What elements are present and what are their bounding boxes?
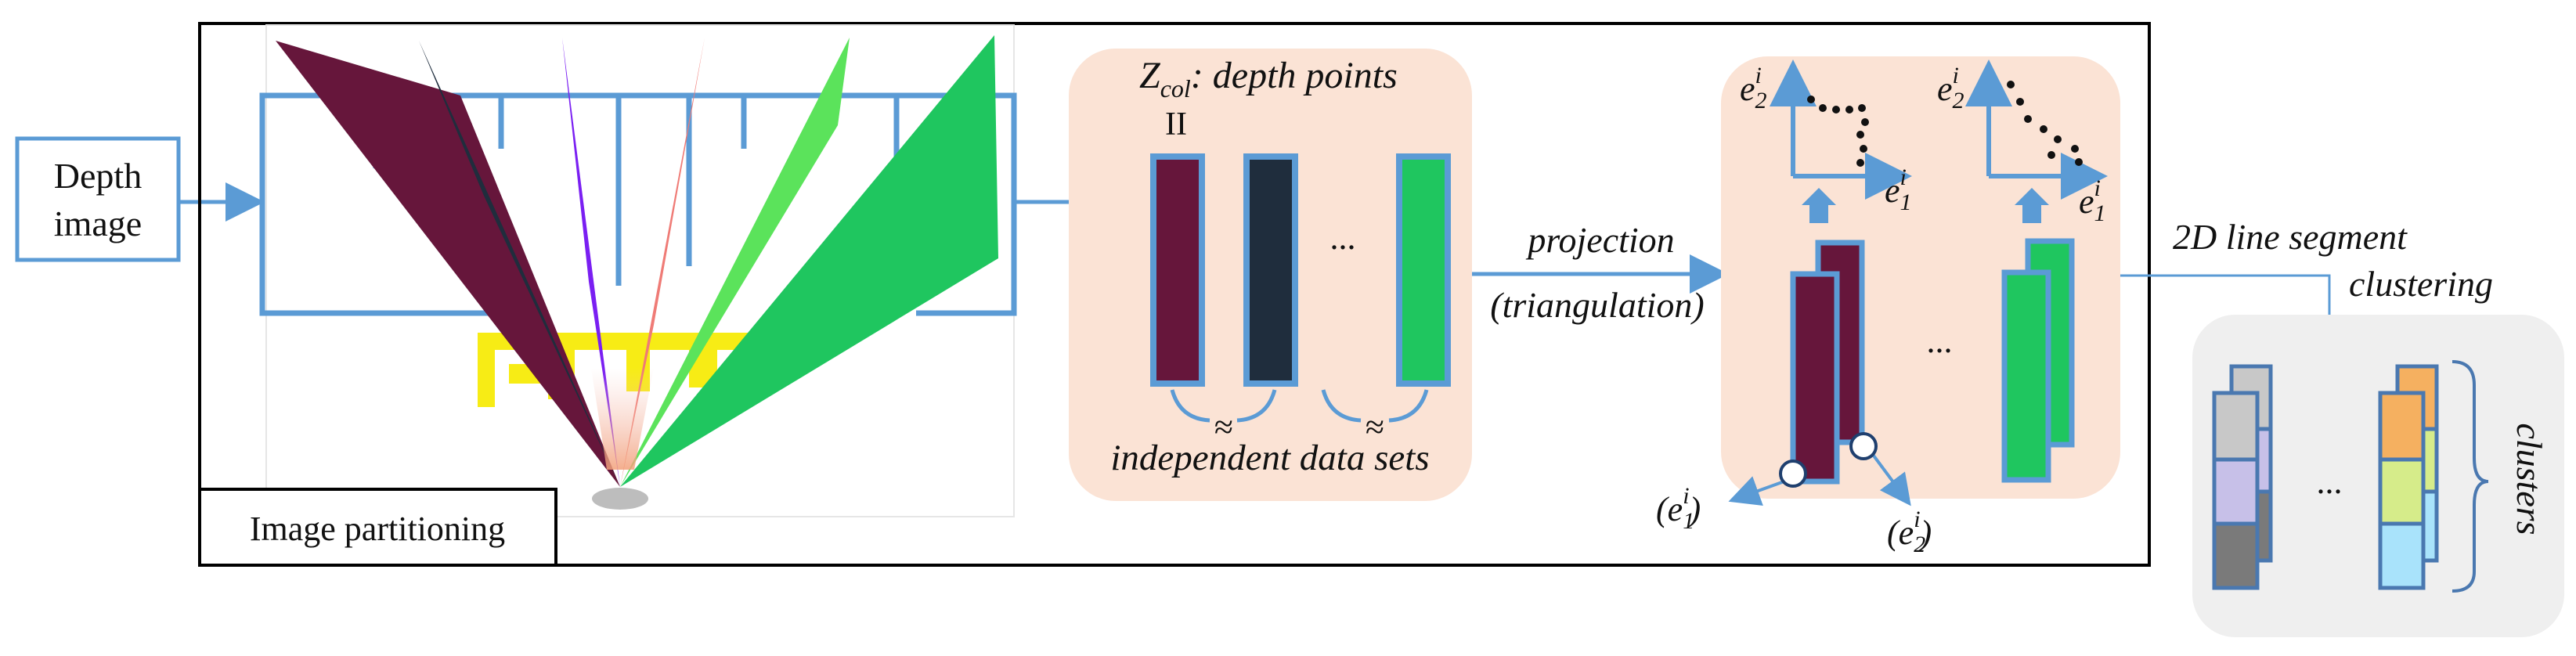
depth-image-box: Depth image [15, 136, 181, 262]
dataset-column-maroon [1150, 153, 1205, 387]
datasets-caption: independent data sets [1110, 438, 1429, 478]
projected-column-front-left [1790, 271, 1840, 485]
clusters-brace [2452, 360, 2489, 593]
up-arrow-left [1802, 188, 1836, 223]
partition-scene [259, 24, 1017, 517]
axis-left-e2-sup: i [1755, 63, 1762, 88]
axis-left-e2-sub: 2 [1755, 88, 1767, 114]
datasets-panel: Zcol: depth points II ... ≈ ≈ independen… [1069, 49, 1472, 501]
datasets-title-rest: : depth points [1191, 55, 1398, 96]
axis-right-e2: e2i [1937, 63, 1964, 114]
axis-left-e1-sup: i [1900, 164, 1907, 190]
approx-symbol-2: ≈ [1366, 408, 1384, 446]
endpoint-e1 [1779, 460, 1807, 488]
endpoint-e2 [1849, 432, 1878, 460]
arrow-endpoint-e1 [1728, 476, 1791, 506]
axis-right-e2-e: e [1937, 70, 1953, 108]
endpoint-label-e2: (e2i) [1887, 506, 1932, 557]
axis-right-e2-sup: i [1953, 63, 1959, 88]
clustering-label-line1: 2D line segment [2173, 217, 2408, 257]
datasets-title-sub: col [1160, 74, 1191, 103]
approx-arcs [1170, 389, 1429, 423]
beam-navy [419, 41, 620, 487]
camera-origin [592, 488, 648, 510]
projected-ellipsis: ... [1927, 322, 1953, 360]
projection-label: projection [1525, 220, 1674, 260]
scatter-right [2007, 81, 2083, 166]
endpoint-label-e1: (e1i) [1656, 483, 1701, 534]
partition-caption: Image partitioning [250, 510, 505, 548]
endpoint-label-e1-close: ) [1687, 490, 1701, 528]
endpoint-label-e1-sub: 1 [1683, 508, 1694, 534]
datasets-title: Zcol: depth points [1139, 55, 1398, 103]
equivalence-mark: II [1165, 106, 1187, 142]
partition-caption-box: Image partitioning [198, 488, 557, 567]
scatter-left [1807, 96, 1869, 167]
clustering-label-line2: clustering [2349, 264, 2493, 304]
axis-left-e2-e: e [1740, 70, 1755, 108]
axis-left-e1: e1i [1885, 164, 1912, 215]
cluster-right-front-top [2378, 391, 2426, 462]
axis-right-e1-sub: 1 [2094, 200, 2106, 226]
beam-shading [591, 368, 654, 470]
axis-left-e1-sub: 1 [1900, 189, 1912, 215]
cluster-left-front-mid [2212, 457, 2260, 526]
projected-column-front-right [2001, 269, 2051, 483]
endpoint-label-e1-open: (e [1656, 490, 1683, 528]
projection-step: projection (triangulation) [1472, 219, 1729, 325]
depth-image-label-line2: image [54, 204, 142, 243]
axis-left-e2: e2i [1740, 63, 1767, 114]
clusters-label: clusters [2509, 423, 2549, 535]
axis-right-e1: e1i [2079, 175, 2106, 226]
clusters-ellipsis: ... [2317, 463, 2343, 501]
axis-right-e1-sup: i [2094, 175, 2101, 201]
endpoint-label-e2-open: (e [1887, 514, 1914, 552]
dataset-column-navy [1243, 153, 1298, 387]
endpoint-label-e1-sup: i [1683, 483, 1689, 509]
clusters-panel: ... clusters [2192, 315, 2564, 637]
dataset-column-green [1396, 153, 1451, 387]
beam-green [620, 35, 998, 487]
cluster-left-front-top [2212, 391, 2260, 462]
endpoint-label-e2-close: ) [1918, 514, 1932, 552]
cluster-right-front-bot [2378, 521, 2426, 590]
beam-light-green [620, 38, 850, 487]
datasets-title-z: Z [1139, 55, 1161, 96]
depth-image-label-line1: Depth [54, 156, 142, 196]
projected-panel: e2i e1i e2i e1i ... [1656, 56, 2120, 557]
axis-right-e2-sub: 2 [1953, 88, 1964, 114]
up-arrow-right [2015, 188, 2049, 223]
cluster-left-front-bot [2212, 521, 2260, 590]
cluster-right-front-mid [2378, 457, 2426, 526]
triangulation-label: (triangulation) [1490, 285, 1704, 325]
endpoint-label-e2-sup: i [1914, 506, 1920, 532]
clustering-step: 2D line segment clustering [2120, 217, 2493, 456]
mini-axes-left [1770, 59, 1912, 200]
axis-right-e1-e: e [2079, 182, 2094, 221]
main-frame [198, 22, 2151, 567]
axis-left-e1-e: e [1885, 171, 1900, 210]
mini-axes-right [1965, 59, 2108, 200]
approx-symbol-1: ≈ [1214, 408, 1233, 446]
beam-maroon [276, 41, 620, 487]
endpoint-label-e2-sub: 2 [1914, 532, 1925, 557]
datasets-ellipsis: ... [1330, 218, 1356, 257]
